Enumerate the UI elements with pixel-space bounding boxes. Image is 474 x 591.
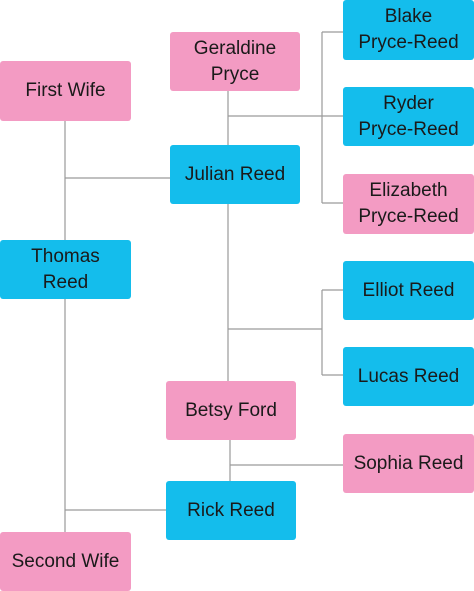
blake-pryce-reed-node: Blake Pryce-Reed (343, 0, 474, 60)
second-wife-node: Second Wife (0, 532, 131, 591)
thomas-reed-node: Thomas Reed (0, 240, 131, 299)
ryder-pryce-reed-node: Ryder Pryce-Reed (343, 87, 474, 146)
rick-reed-node: Rick Reed (166, 481, 296, 540)
sophia-reed-node: Sophia Reed (343, 434, 474, 493)
first-wife-node: First Wife (0, 61, 131, 121)
betsy-ford-node: Betsy Ford (166, 381, 296, 440)
geraldine-pryce-node: Geraldine Pryce (170, 32, 300, 91)
elliot-reed-node: Elliot Reed (343, 261, 474, 320)
elizabeth-pryce-reed-node: Elizabeth Pryce-Reed (343, 174, 474, 234)
lucas-reed-node: Lucas Reed (343, 347, 474, 406)
julian-reed-node: Julian Reed (170, 145, 300, 204)
